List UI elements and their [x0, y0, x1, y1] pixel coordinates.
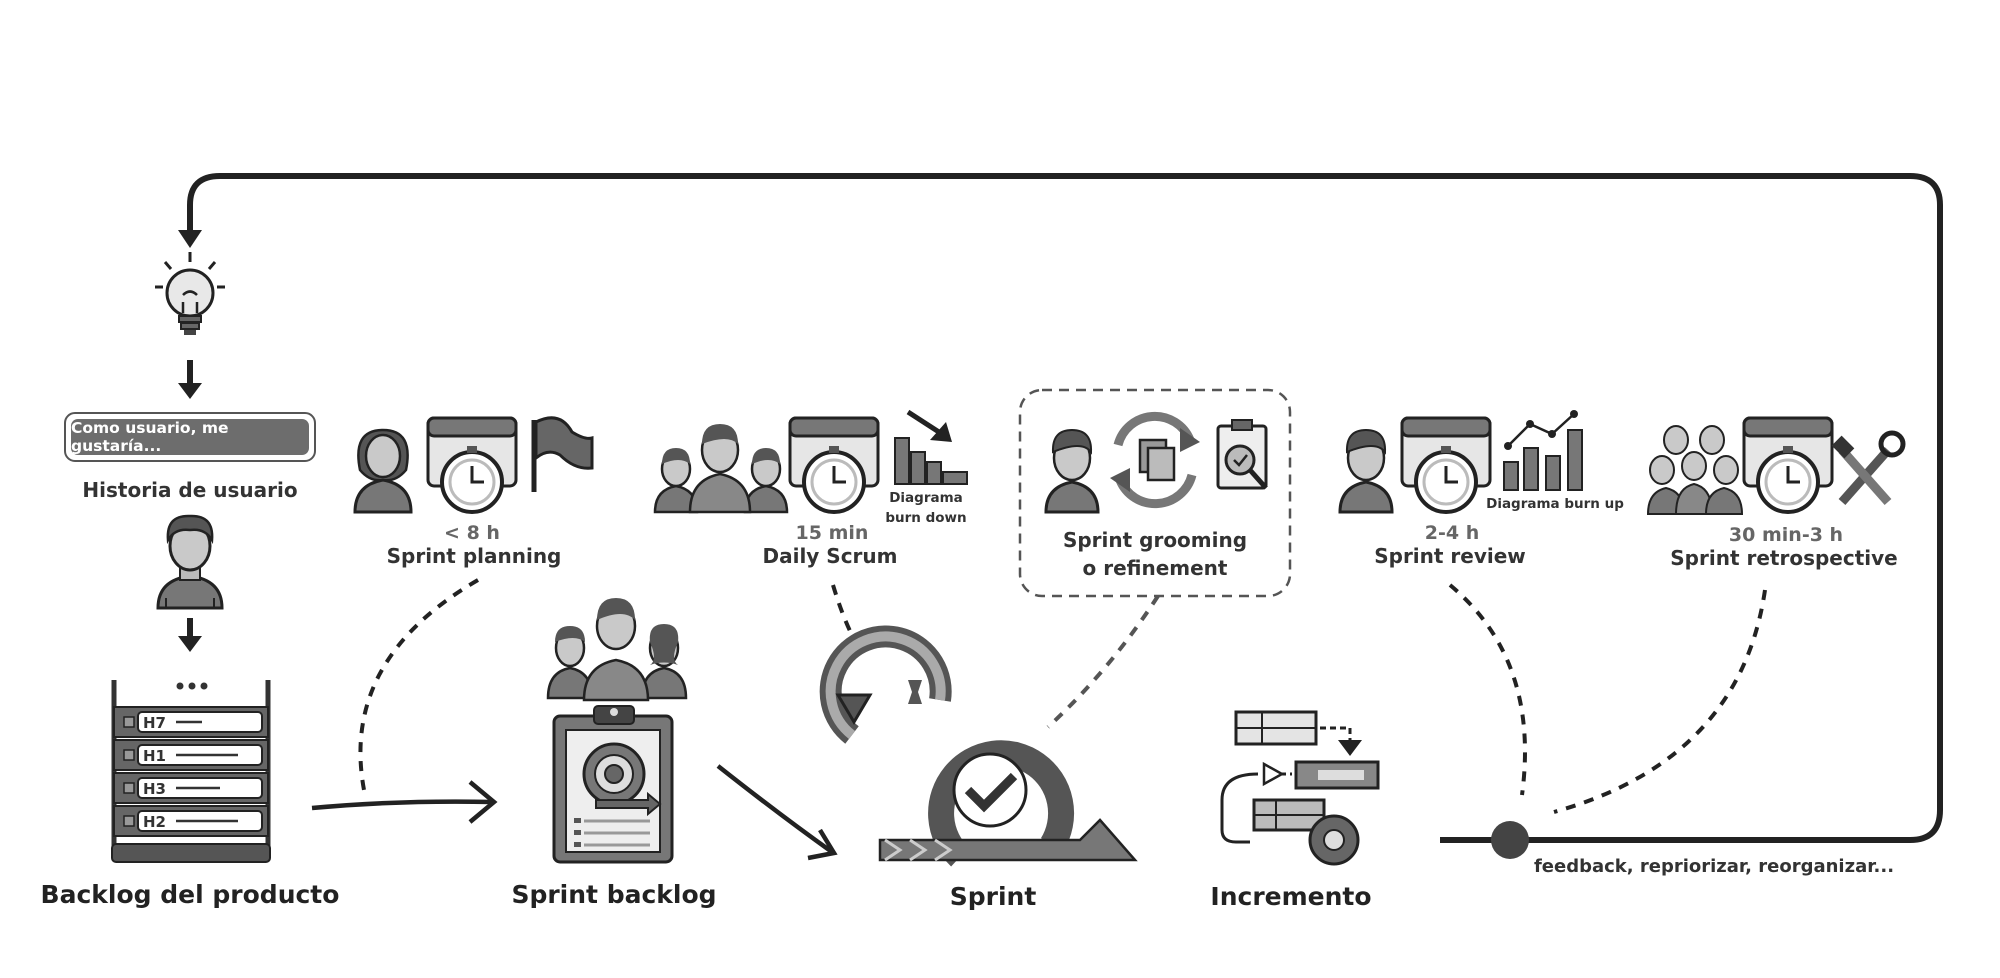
user-story-label: Historia de usuario — [82, 478, 298, 502]
retro-duration: 30 min-3 h — [1728, 524, 1844, 546]
feedback-loop-line — [187, 173, 1943, 843]
grooming-name-line-2: o refinement — [1082, 556, 1228, 580]
burn-up-label: Diagrama burn up — [1486, 496, 1624, 512]
planning-duration: < 8 h — [444, 522, 500, 544]
arrow-backlog-to-sprint-backlog — [311, 799, 493, 811]
lightbulb-icon — [155, 252, 225, 335]
burn-up-chart-icon — [1503, 410, 1583, 491]
timer-calendar-icon — [1742, 416, 1834, 514]
backlog-item-label: H2 — [143, 813, 166, 831]
sprint-backlog-title: Sprint backlog — [511, 880, 717, 909]
burn-down-chart-icon — [894, 409, 968, 485]
sprint-title: Sprint — [949, 882, 1037, 911]
grooming-name-line-1: Sprint grooming — [1062, 528, 1248, 552]
group-icon — [1646, 425, 1744, 515]
feedback-node — [1491, 821, 1529, 859]
team-icon — [653, 424, 789, 514]
dash-planning — [358, 578, 480, 791]
arrow-sprint-backlog-to-sprint — [716, 764, 834, 854]
backlog-item-label: H1 — [143, 747, 166, 765]
product-owner-icon — [156, 514, 224, 610]
clipboard-search-icon — [1216, 419, 1268, 490]
review-person-icon — [1338, 428, 1394, 514]
burn-down-label-line-1: Diagrama — [889, 490, 963, 506]
daily-name: Daily Scrum — [762, 544, 898, 568]
user-story-text: Como usuario, me gustaría... — [71, 419, 309, 455]
backlog-item: H7 — [113, 706, 269, 738]
refresh-documents-icon — [1110, 411, 1200, 509]
grooming-box — [1018, 388, 1292, 598]
timer-calendar-icon — [788, 416, 880, 514]
retro-name: Sprint retrospective — [1670, 546, 1898, 570]
backlog-item-label: H3 — [143, 780, 166, 798]
loop-arrowhead — [178, 230, 202, 248]
increment-title: Incremento — [1210, 882, 1372, 911]
sprint-backlog-clipboard-icon — [552, 705, 674, 864]
dash-retro — [1553, 589, 1767, 814]
dash-review — [1448, 583, 1527, 796]
planning-person-icon — [353, 428, 413, 514]
user-story-card: Como usuario, me gustaría... — [64, 412, 316, 462]
dash-grooming — [1046, 594, 1160, 729]
tools-icon — [1831, 430, 1906, 505]
backlog-item-label: H7 — [143, 714, 166, 732]
backlog-item: H1 — [113, 739, 269, 771]
timer-calendar-icon — [426, 416, 518, 514]
backlog-item: H3 — [113, 772, 269, 804]
increment-icon — [1220, 710, 1380, 866]
review-name: Sprint review — [1374, 544, 1526, 568]
daily-duration: 15 min — [795, 522, 869, 544]
feedback-text: feedback, repriorizar, reorganizar... — [1533, 856, 1895, 877]
sprint-team-icon — [546, 598, 688, 702]
backlog-item: H2 — [113, 805, 269, 837]
flag-icon — [531, 416, 594, 492]
product-backlog-title: Backlog del producto — [40, 880, 340, 909]
planning-name: Sprint planning — [386, 544, 562, 568]
burn-down-label-line-2: burn down — [885, 510, 967, 526]
timer-calendar-icon — [1400, 416, 1492, 514]
review-duration: 2-4 h — [1424, 522, 1480, 544]
sprint-cycle-icon — [819, 625, 1138, 867]
grooming-person-icon — [1044, 428, 1100, 514]
